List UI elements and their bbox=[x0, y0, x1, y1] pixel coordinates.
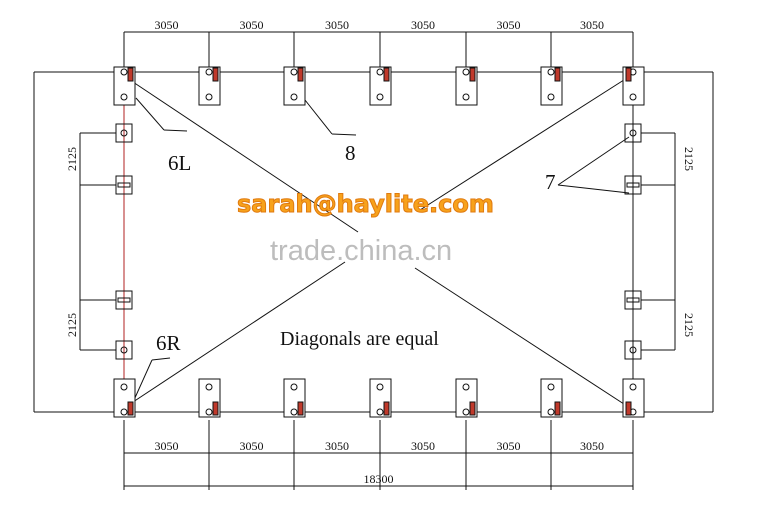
top-dimension-label: 3050 bbox=[497, 18, 521, 32]
pin-hole-icon bbox=[547, 93, 555, 101]
locking-handle-icon bbox=[127, 401, 134, 416]
left-side-dimension-label: 2125 bbox=[65, 147, 79, 171]
callout-7: 7 bbox=[545, 170, 556, 194]
watermark-site: trade.china.cn bbox=[270, 235, 452, 267]
pin-hole-icon bbox=[376, 93, 384, 101]
twistlock-box bbox=[624, 290, 642, 310]
bottom-dimension-label: 3050 bbox=[497, 439, 521, 453]
top-dimension-label: 3050 bbox=[240, 18, 264, 32]
locking-handle-icon bbox=[297, 401, 304, 416]
leader-7 bbox=[557, 136, 630, 186]
locking-handle-icon bbox=[554, 401, 561, 416]
pin-hole-icon bbox=[120, 408, 128, 416]
pin-hole-icon bbox=[290, 68, 298, 76]
top-dimension-label: 3050 bbox=[325, 18, 349, 32]
pin-hole-icon bbox=[120, 383, 128, 391]
callout-6r: 6R bbox=[156, 331, 181, 355]
right-side-dimension-label: 2125 bbox=[682, 147, 696, 171]
twistlock-box bbox=[115, 175, 133, 195]
leader-8 bbox=[331, 133, 357, 136]
slot-icon bbox=[117, 297, 131, 303]
pin-hole-icon bbox=[120, 129, 128, 137]
diagonal-2a bbox=[129, 261, 346, 405]
diagonal-1b bbox=[414, 267, 628, 407]
pin-hole-icon bbox=[290, 93, 298, 101]
leader-7 bbox=[557, 184, 630, 194]
pin-hole-icon bbox=[205, 383, 213, 391]
locking-handle-icon bbox=[625, 401, 632, 416]
pin-hole-icon bbox=[205, 408, 213, 416]
slot-icon bbox=[626, 297, 640, 303]
diagonal-2b bbox=[419, 77, 628, 211]
locking-handle-icon bbox=[212, 67, 219, 82]
bottom-dimension-label: 3050 bbox=[411, 439, 435, 453]
leader-6r bbox=[133, 359, 153, 401]
diagonals-note: Diagonals are equal bbox=[280, 328, 439, 350]
slot-icon bbox=[117, 182, 131, 188]
top-dimension-label: 3050 bbox=[580, 18, 604, 32]
pin-hole-icon bbox=[547, 408, 555, 416]
dimension-labels: 3050 3050 3050 3050 3050 3050 3050 3050 3050 3050… bbox=[65, 18, 696, 486]
bottom-dimension-label: 3050 bbox=[325, 439, 349, 453]
locking-handle-icon bbox=[469, 67, 476, 82]
diagonal-1a bbox=[129, 79, 359, 233]
pin-hole-icon bbox=[205, 68, 213, 76]
pin-hole-icon bbox=[629, 93, 637, 101]
leader-6l bbox=[163, 129, 188, 132]
pin-hole-icon bbox=[629, 129, 637, 137]
drawing-lines bbox=[33, 31, 714, 490]
slot-icon bbox=[626, 182, 640, 188]
leader-6r bbox=[151, 357, 171, 361]
locking-handle-icon bbox=[127, 67, 134, 82]
callout-8: 8 bbox=[345, 141, 356, 165]
twistlock-box bbox=[115, 123, 133, 143]
top-dimension-label: 3050 bbox=[411, 18, 435, 32]
pin-hole-icon bbox=[120, 68, 128, 76]
pin-hole-icon bbox=[462, 408, 470, 416]
locking-handle-icon bbox=[554, 67, 561, 82]
pin-hole-icon bbox=[462, 383, 470, 391]
pin-hole-icon bbox=[376, 408, 384, 416]
twistlock-box bbox=[115, 340, 133, 360]
pin-hole-icon bbox=[205, 93, 213, 101]
pin-hole-icon bbox=[120, 346, 128, 354]
locking-handle-icon bbox=[625, 67, 632, 82]
left-side-dimension-label: 2125 bbox=[65, 313, 79, 337]
pin-hole-icon bbox=[547, 68, 555, 76]
bottom-dimension-label: 3050 bbox=[580, 439, 604, 453]
watermark-email: sarah@haylite.com bbox=[237, 190, 494, 218]
pin-hole-icon bbox=[290, 408, 298, 416]
twistlock-box bbox=[624, 175, 642, 195]
locking-handle-icon bbox=[469, 401, 476, 416]
bottom-dimension-label: 3050 bbox=[155, 439, 179, 453]
component-marks bbox=[113, 66, 645, 418]
pin-hole-icon bbox=[120, 93, 128, 101]
bottom-dimension-label: 3050 bbox=[240, 439, 264, 453]
pin-hole-icon bbox=[629, 346, 637, 354]
locking-handle-icon bbox=[212, 401, 219, 416]
pin-hole-icon bbox=[462, 93, 470, 101]
leader-6l bbox=[135, 97, 165, 131]
twistlock-box bbox=[115, 290, 133, 310]
locking-handle-icon bbox=[383, 67, 390, 82]
twistlock-box bbox=[624, 123, 642, 143]
pin-hole-icon bbox=[290, 383, 298, 391]
overall-length-label: 18300 bbox=[364, 472, 394, 486]
locking-handle-icon bbox=[383, 401, 390, 416]
pin-hole-icon bbox=[462, 68, 470, 76]
leader-8 bbox=[304, 99, 333, 135]
pin-hole-icon bbox=[376, 68, 384, 76]
locking-handle-icon bbox=[297, 67, 304, 82]
twistlock-box bbox=[624, 340, 642, 360]
pin-hole-icon bbox=[376, 383, 384, 391]
right-side-dimension-label: 2125 bbox=[682, 313, 696, 337]
top-dimension-label: 3050 bbox=[155, 18, 179, 32]
callout-6l: 6L bbox=[168, 151, 191, 175]
pin-hole-icon bbox=[547, 383, 555, 391]
pin-hole-icon bbox=[629, 383, 637, 391]
